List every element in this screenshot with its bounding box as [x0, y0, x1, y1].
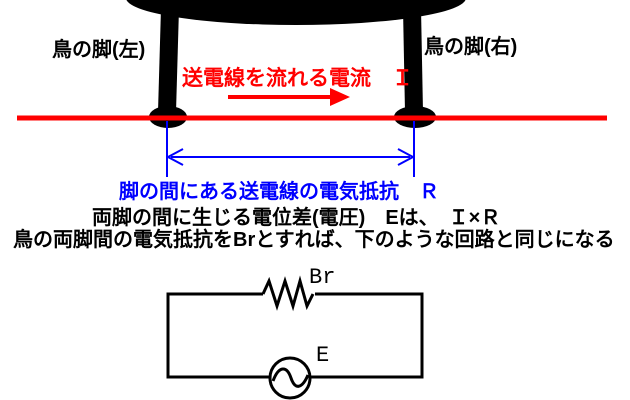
bird-leg-right-shape — [403, 7, 423, 113]
ac-sine-wave-icon — [271, 367, 310, 388]
bird-body-shape — [126, 0, 466, 25]
span-arrow-right-head-icon — [397, 148, 416, 166]
resistor-value-label: Br — [309, 265, 335, 290]
emf-label: E — [316, 343, 329, 368]
voltage-formula-text: 両脚の間に生じる電位差(電圧) Eは、 Ｉ×Ｒ — [92, 205, 500, 229]
left-leg-label: 鳥の脚(左) — [52, 37, 145, 61]
span-arrow-left-head-icon — [165, 148, 184, 166]
current-label: 送電線を流れる電流 Ｉ — [182, 66, 413, 90]
equivalence-text: 鳥の両脚間の電気抵抗をBrとすれば、下のような回路と同じになる — [13, 227, 615, 251]
resistor-symbol-icon — [261, 275, 315, 312]
resistance-label: 脚の間にある送電線の電気抵抗 Ｒ — [119, 179, 439, 203]
right-leg-label: 鳥の脚(右) — [424, 34, 517, 58]
bird-leg-left-shape — [158, 7, 179, 113]
current-arrow-head-icon — [330, 88, 350, 106]
